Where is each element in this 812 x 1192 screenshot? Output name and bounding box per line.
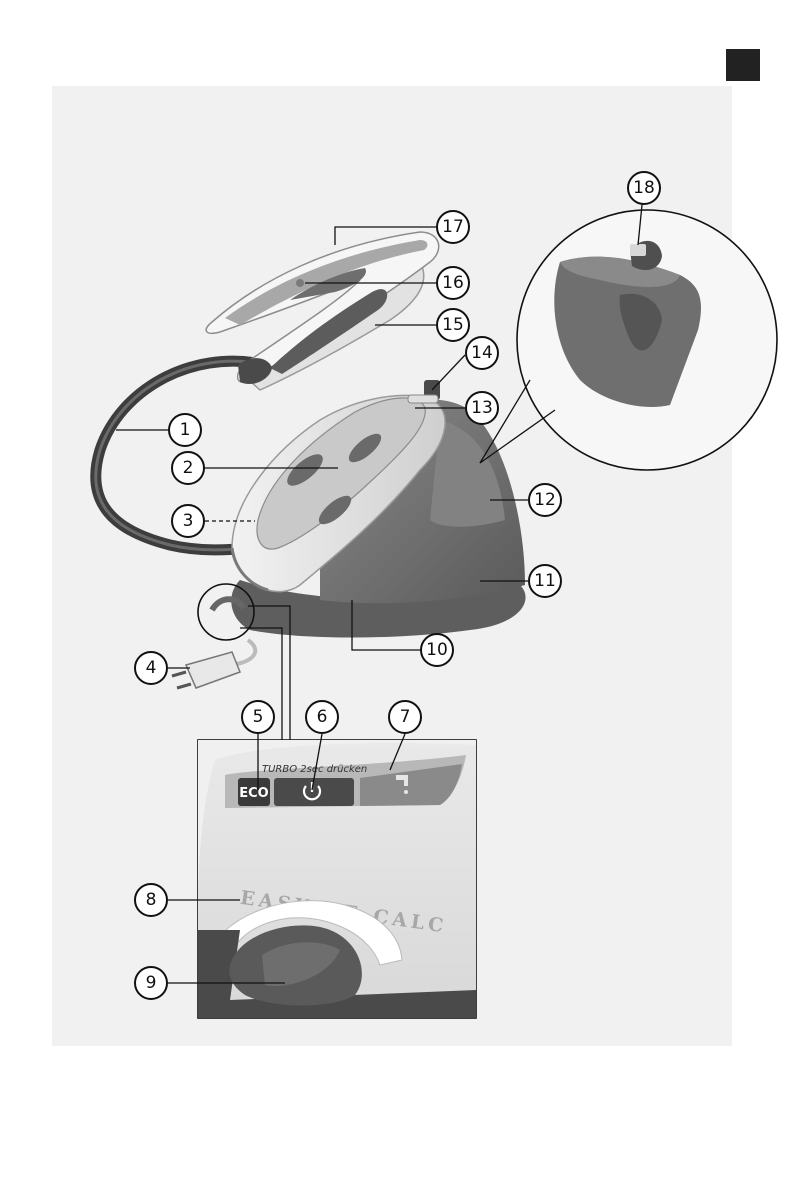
- language-tab: [726, 49, 760, 81]
- svg-text:5: 5: [253, 707, 264, 727]
- svg-text:4: 4: [146, 658, 157, 678]
- callout-18: 18: [628, 172, 660, 204]
- svg-text:17: 17: [442, 217, 464, 237]
- callout-12: 12: [529, 484, 561, 516]
- callout-2: 2: [172, 452, 204, 484]
- svg-text:8: 8: [146, 890, 157, 910]
- callout-6: 6: [306, 701, 338, 733]
- callout-9: 9: [135, 967, 167, 999]
- callout-8: 8: [135, 884, 167, 916]
- callout-7: 7: [389, 701, 421, 733]
- callout-15: 15: [437, 309, 469, 341]
- svg-text:7: 7: [400, 707, 411, 727]
- callout-1: 1: [169, 414, 201, 446]
- svg-text:2: 2: [183, 458, 194, 478]
- callout-11: 11: [529, 565, 561, 597]
- svg-text:12: 12: [534, 490, 556, 510]
- svg-text:3: 3: [183, 511, 194, 531]
- steam-trigger-dot: [296, 279, 304, 287]
- callout-10: 10: [421, 634, 453, 666]
- callout-16: 16: [437, 267, 469, 299]
- control-panel-detail: ECO TURBO 2sec drücken EASY DE-CALC: [198, 740, 476, 1018]
- callout-3: 3: [172, 505, 204, 537]
- eco-button-label: ECO: [239, 786, 268, 801]
- svg-text:14: 14: [471, 343, 493, 363]
- svg-text:1: 1: [180, 420, 191, 440]
- svg-text:16: 16: [442, 273, 464, 293]
- callout-4: 4: [135, 652, 167, 684]
- callout-13: 13: [466, 392, 498, 424]
- svg-text:10: 10: [426, 640, 448, 660]
- svg-text:15: 15: [442, 315, 464, 335]
- callout-5: 5: [242, 701, 274, 733]
- svg-text:13: 13: [471, 398, 493, 418]
- callout-17: 17: [437, 211, 469, 243]
- callout-14: 14: [466, 337, 498, 369]
- svg-text:11: 11: [534, 571, 556, 591]
- svg-text:18: 18: [633, 178, 655, 198]
- svg-text:6: 6: [317, 707, 328, 727]
- svg-text:9: 9: [146, 973, 157, 993]
- zoom-detail: [517, 210, 777, 470]
